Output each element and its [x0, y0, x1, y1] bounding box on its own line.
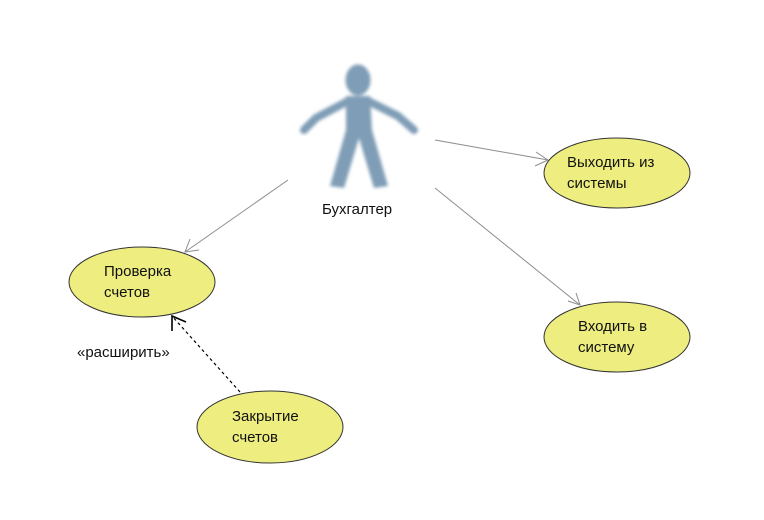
use-case-login[interactable] [543, 301, 691, 373]
use-case-login-line2: систему [578, 339, 635, 356]
use-case-check-line1: Проверка [104, 263, 172, 280]
arrowhead-logout [534, 151, 550, 167]
extend-relation [171, 315, 241, 393]
use-case-login-line1: Входить в [578, 318, 648, 335]
use-case-login-label: Входить в систему [578, 316, 647, 358]
arrowhead-check [184, 238, 200, 253]
association-login [434, 187, 581, 306]
association-check [184, 179, 289, 253]
use-case-logout-line2: системы [567, 175, 627, 192]
extend-arrowhead [171, 314, 187, 331]
stick-figure-icon[interactable] [300, 64, 418, 188]
association-logout [434, 139, 549, 161]
use-case-close-label: Закрытие счетов [232, 406, 299, 448]
use-case-check[interactable] [68, 246, 216, 318]
use-case-logout[interactable] [543, 137, 691, 209]
use-case-close-line2: счетов [232, 429, 279, 446]
use-case-logout-line1: Выходить из [567, 154, 655, 171]
arrowhead-login [567, 292, 581, 306]
use-case-check-label: Проверка счетов [104, 261, 171, 303]
use-case-close-line1: Закрытие [232, 408, 299, 425]
extend-stereotype-label: «расширить» [77, 344, 170, 361]
use-case-close[interactable] [196, 390, 344, 464]
use-case-logout-label: Выходить из системы [567, 152, 654, 194]
actor-name: Бухгалтер [322, 201, 393, 218]
use-case-check-line2: счетов [104, 284, 151, 301]
